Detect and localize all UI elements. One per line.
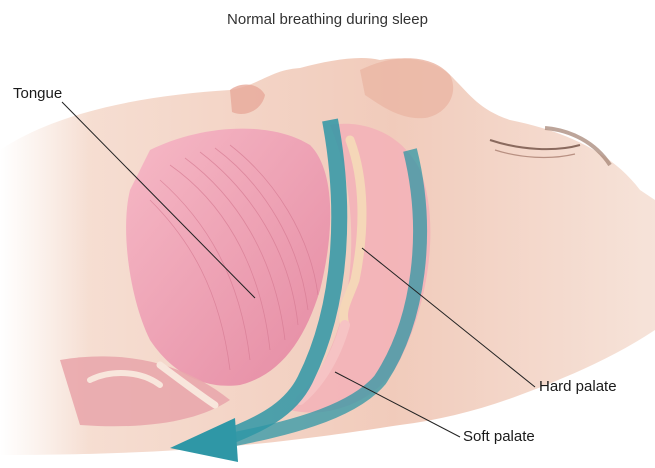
label-soft-palate: Soft palate (463, 428, 535, 445)
label-hard-palate: Hard palate (539, 378, 617, 395)
diagram-title: Normal breathing during sleep (0, 11, 655, 28)
label-tongue: Tongue (13, 85, 62, 102)
